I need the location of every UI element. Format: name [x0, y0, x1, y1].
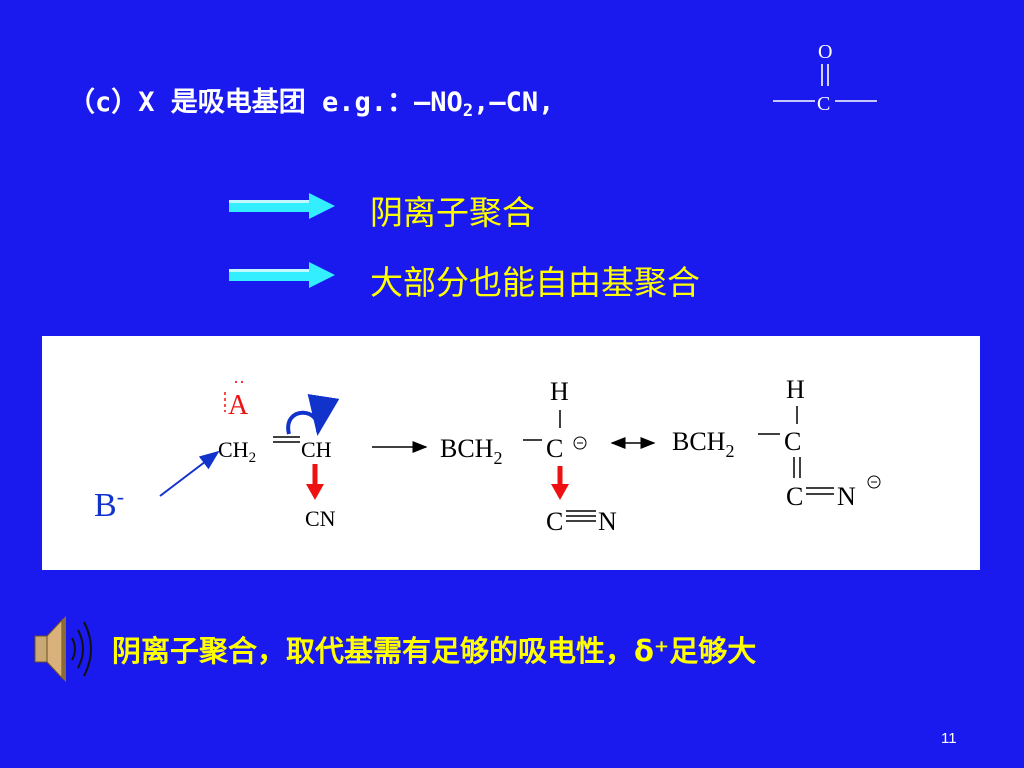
mid-c: C [546, 434, 563, 463]
mid-bch2: BCH2 [440, 434, 502, 468]
title-prefix: （c）X 是吸电基团 e.g.： [68, 87, 415, 118]
right-c: C [784, 427, 801, 456]
right-c2: C [786, 482, 803, 511]
bullet-arrow-icon [229, 262, 335, 288]
slide-title: （c）X 是吸电基团 e.g.：—NO2,—CN, [68, 80, 554, 121]
red-arrow-icon [551, 484, 569, 500]
svg-text:A: A [228, 390, 249, 421]
curved-arrow-icon [286, 394, 340, 436]
red-arrow-icon [306, 484, 324, 500]
bottom-statement: 阴离子聚合，取代基需有足够的吸电性，δ⁺足够大 [112, 634, 757, 668]
mid-c2: C [546, 507, 563, 536]
monomer-ch2: CH2 [218, 437, 256, 466]
nucleophile-b: B- [94, 484, 124, 524]
mechanism-diagram: ·· A CH2 CH CN B- BCH2 C H C N [94, 372, 881, 536]
speaker-icon[interactable] [32, 612, 96, 686]
right-n: N [837, 482, 856, 511]
mid-h: H [550, 377, 569, 406]
nucleophile-a-label: ·· A [224, 372, 249, 421]
mid-n: N [598, 507, 617, 536]
right-bch2: BCH2 [672, 427, 734, 461]
svg-text:··: ·· [233, 372, 245, 392]
mechanism-panel: ·· A CH2 CH CN B- BCH2 C H C N [42, 336, 980, 570]
bullet-anionic: 阴离子聚合 [370, 193, 535, 232]
title-cn: —CN, [489, 87, 555, 118]
bullet-radical: 大部分也能自由基聚合 [370, 263, 700, 302]
carbonyl-structure: O C [773, 41, 877, 115]
carbonyl-o: O [818, 41, 832, 63]
attack-arrow-icon [159, 450, 220, 497]
monomer-ch: CH [301, 437, 332, 462]
bullet-arrow-icon [229, 193, 335, 219]
monomer-cn: CN [305, 506, 336, 531]
page-number: 11 [941, 730, 957, 747]
title-no2: —NO2, [414, 87, 490, 121]
carbonyl-c: C [817, 93, 830, 115]
right-h: H [786, 375, 805, 404]
